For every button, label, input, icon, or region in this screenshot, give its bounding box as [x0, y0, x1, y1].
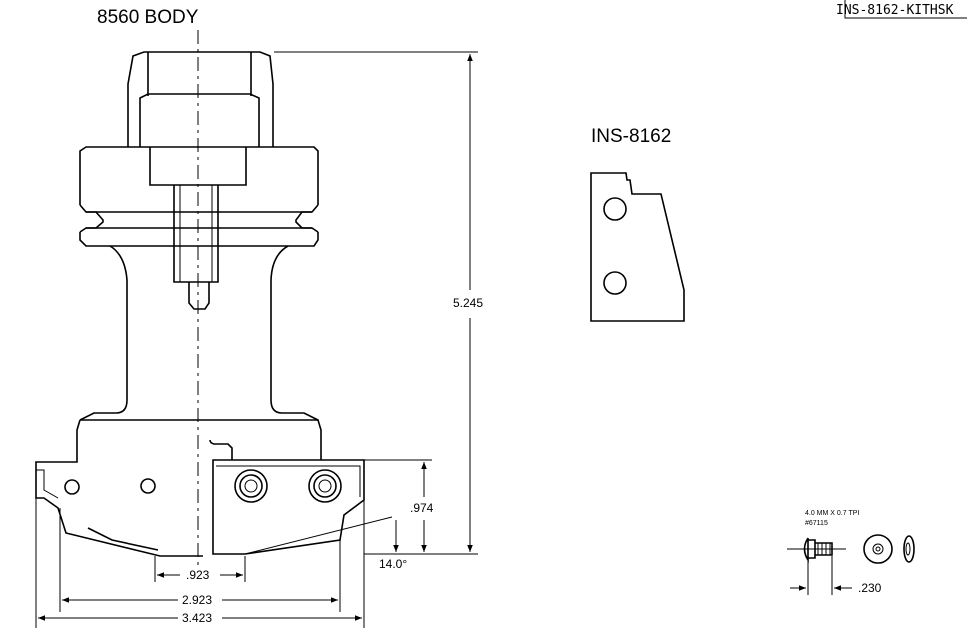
lower-body: [35, 419, 203, 557]
dim-slot-width: .923: [154, 556, 246, 582]
internal-bolt: [173, 185, 219, 283]
collet: [139, 93, 260, 147]
dim-angle: 14.0°: [244, 516, 407, 571]
main-body-view: 8560 BODY: [35, 7, 483, 628]
pin-hole-left: [64, 479, 80, 495]
neck: [79, 245, 128, 421]
screw-angled-view: [903, 535, 915, 563]
screw-view: 4.0 MM X 0.7 TPI #67115 .230: [787, 510, 915, 595]
insert-hole-bottom: [603, 271, 627, 295]
flange: [79, 146, 319, 205]
screw-part-number: #67115: [805, 520, 828, 527]
svg-text:2.923: 2.923: [182, 593, 212, 607]
insert-block: [212, 459, 365, 555]
svg-text:.974: .974: [410, 501, 434, 515]
insert-title: INS-8162: [591, 126, 671, 147]
body-title: 8560 BODY: [97, 7, 199, 28]
svg-text:14.0°: 14.0°: [379, 557, 407, 571]
dim-inner-width: 2.923: [59, 508, 341, 612]
svg-text:.923: .923: [186, 568, 210, 582]
dim-offset: .974: [364, 459, 434, 552]
screw-head-dim: .230: [858, 581, 882, 595]
pin-hole-middle: [140, 478, 156, 494]
drawing-number: INS-8162-KITHSK: [836, 3, 954, 18]
svg-text:3.423: 3.423: [182, 611, 212, 625]
dim-height: 5.245: [274, 51, 483, 555]
shank-top: [127, 51, 274, 147]
screw-thread-spec: 4.0 MM X 0.7 TPI: [805, 510, 859, 517]
insert-hole-top: [603, 197, 627, 221]
insert-view: INS-8162: [590, 126, 685, 322]
screw-top-view: [863, 534, 893, 564]
screw-side-head: [803, 537, 809, 563]
insert-screw-right: [308, 469, 342, 503]
svg-text:5.245: 5.245: [453, 296, 483, 310]
dim-overall-width: 3.423: [35, 498, 365, 628]
insert-outline: [590, 172, 685, 322]
insert-screw-left: [234, 469, 268, 503]
title-block: INS-8162-KITHSK: [836, 0, 967, 19]
